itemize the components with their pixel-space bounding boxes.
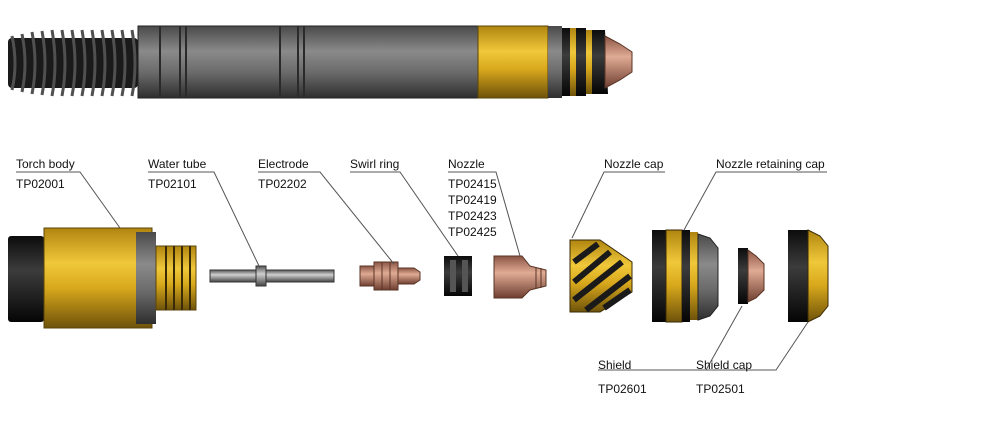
electrode-part — [359, 261, 421, 291]
part-number: TP02419 — [448, 193, 497, 207]
label-shield-cap: Shield cap TP02501 — [696, 357, 752, 397]
label-name: Shield — [598, 358, 632, 372]
leader-nozzle-cap — [571, 171, 665, 239]
swirl-ring-part — [444, 256, 472, 296]
label-name: Electrode — [258, 157, 309, 171]
part-number: TP02001 — [16, 177, 65, 191]
assembled-torch — [8, 25, 633, 99]
label-nozzle-retaining-cap: Nozzle retaining cap — [716, 156, 825, 172]
label-name: Nozzle — [448, 157, 485, 171]
label-shield: Shield TP02601 — [598, 357, 647, 397]
nozzle-retaining-cap-part — [652, 229, 719, 323]
leader-swirl-ring — [350, 171, 459, 257]
part-number: TP02101 — [148, 177, 197, 191]
label-name: Swirl ring — [350, 157, 400, 171]
torch-body-part — [8, 227, 197, 329]
label-name: Nozzle retaining cap — [716, 157, 825, 171]
nozzle-part — [493, 255, 547, 299]
part-number: TP02202 — [258, 177, 307, 191]
label-name: Water tube — [148, 157, 207, 171]
leader-water-tube — [148, 171, 261, 269]
leader-nozzle — [448, 171, 521, 257]
torch-tip — [604, 35, 633, 89]
label-name: Torch body — [16, 157, 75, 171]
leader-torch-body — [16, 171, 121, 229]
torch-handle-body — [137, 25, 479, 99]
torch-gold-sleeve — [477, 25, 549, 99]
part-number: TP02501 — [696, 382, 745, 396]
part-number: TP02423 — [448, 209, 497, 223]
water-tube-part — [209, 265, 335, 287]
leader-shield-cap — [696, 321, 809, 371]
part-number: TP02415 — [448, 177, 497, 191]
label-swirl-ring: Swirl ring — [350, 156, 399, 172]
label-water-tube: Water tube TP02101 — [148, 156, 206, 192]
label-torch-body: Torch body TP02001 — [16, 156, 75, 192]
leader-lines — [16, 171, 827, 371]
label-name: Nozzle cap — [604, 157, 664, 171]
nozzle-cap-part — [569, 239, 633, 313]
label-name: Shield cap — [696, 358, 753, 372]
part-number: TP02601 — [598, 382, 647, 396]
strain-relief-spring — [8, 29, 138, 97]
part-number: TP02425 — [448, 225, 497, 239]
label-electrode: Electrode TP02202 — [258, 156, 309, 192]
leader-nozzle-retaining-cap — [683, 171, 827, 231]
shield-cap-part — [788, 229, 829, 323]
label-nozzle: Nozzle TP02415 TP02419 TP02423 TP02425 — [448, 156, 497, 240]
label-nozzle-cap: Nozzle cap — [604, 156, 663, 172]
shield-part — [738, 248, 765, 304]
leader-electrode — [258, 171, 395, 265]
